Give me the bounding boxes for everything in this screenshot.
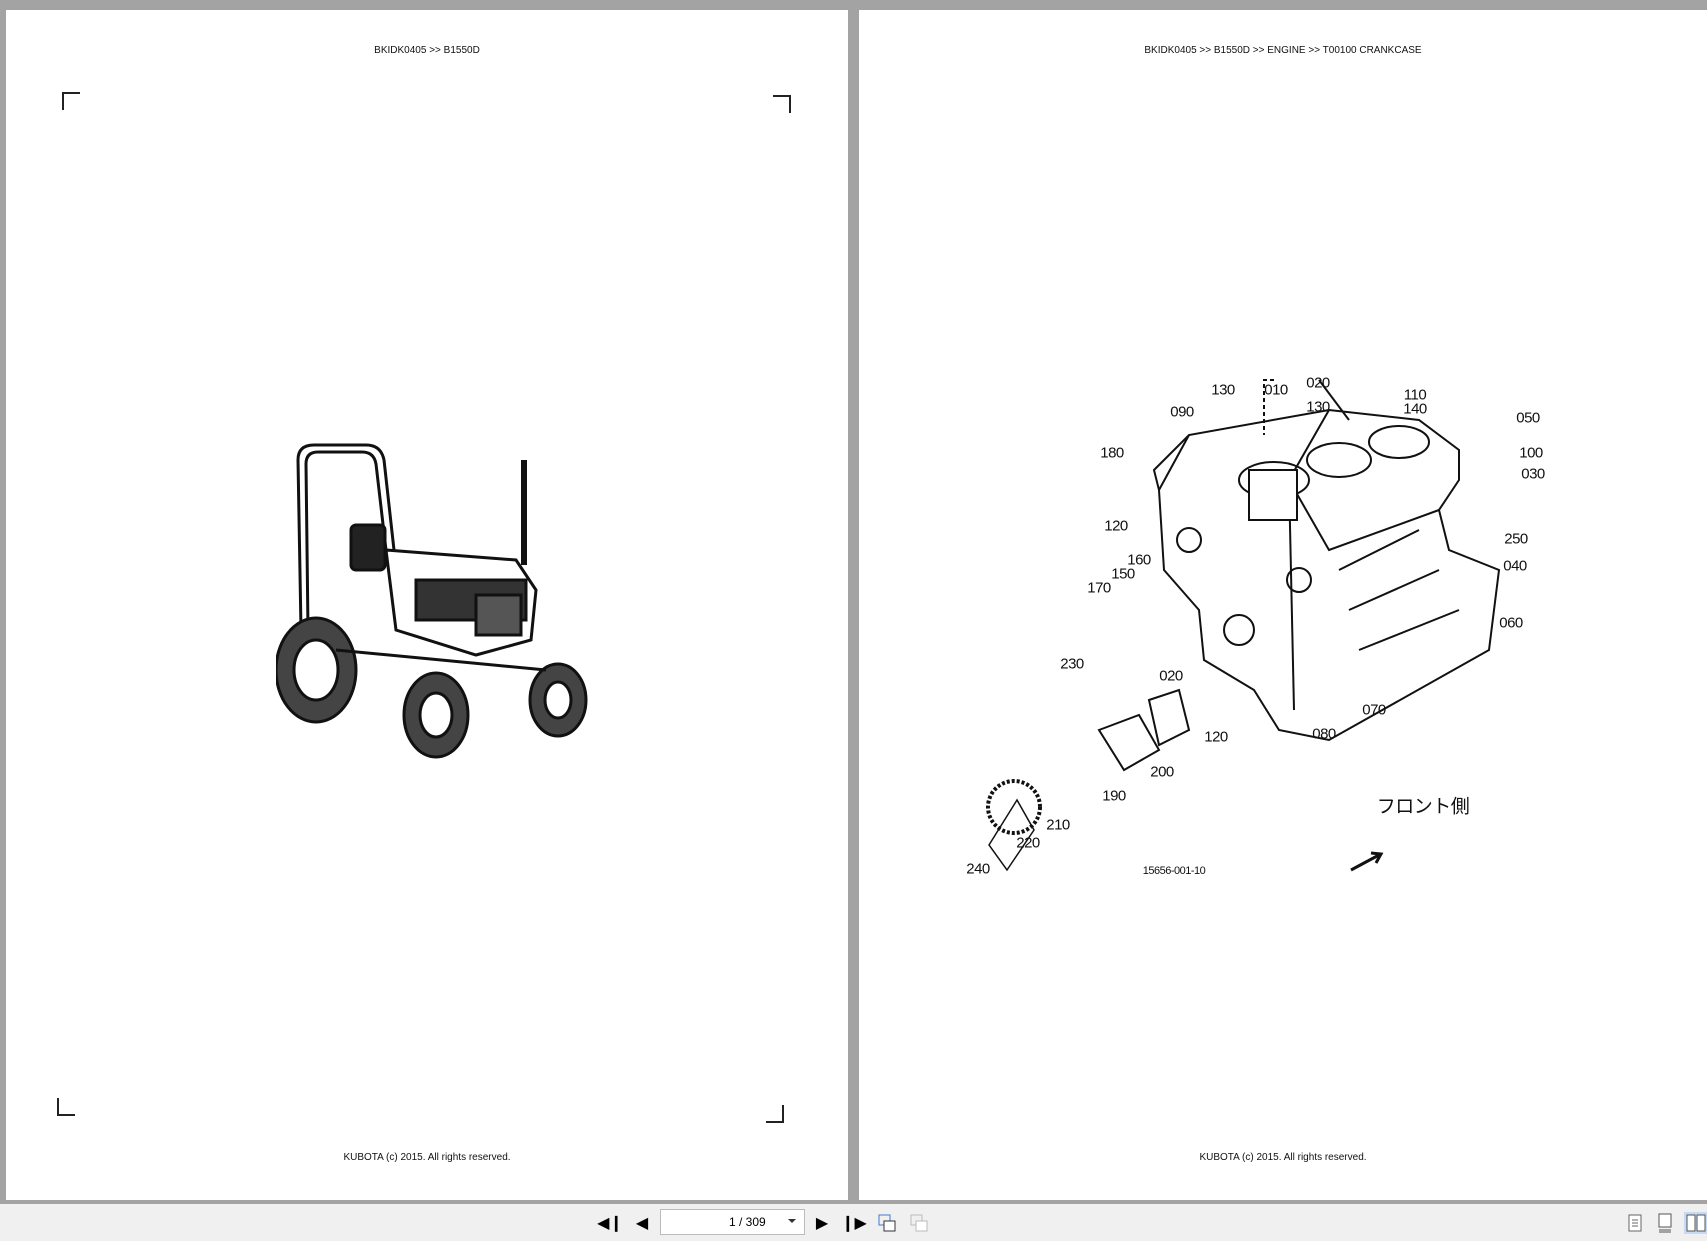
tractor-illustration: [276, 443, 588, 759]
part-callout: 210: [1046, 816, 1070, 834]
page-header: BKIDK0405 >> B1550D: [374, 45, 480, 56]
part-callout: 180: [1100, 444, 1124, 462]
chevron-down-icon[interactable]: [788, 1219, 796, 1227]
crankcase-diagram: [986, 379, 1501, 872]
part-callout: 120: [1104, 517, 1128, 535]
part-callout: 170: [1087, 579, 1111, 597]
part-callout: 030: [1521, 465, 1545, 483]
part-callout: 020: [1159, 667, 1183, 685]
page-footer: KUBOTA (c) 2015. All rights reserved.: [1199, 1152, 1367, 1163]
page-footer: KUBOTA (c) 2015. All rights reserved.: [343, 1152, 511, 1163]
part-callout: 240: [966, 860, 990, 878]
next-view-icon[interactable]: [908, 1212, 930, 1234]
crop-mark: [62, 92, 80, 110]
viewer-toolbar: ◀❙ ◀ 1 / 309 ▶ ❙▶: [0, 1204, 1707, 1241]
part-callout: 230: [1060, 655, 1084, 673]
part-callout: 070: [1362, 701, 1386, 719]
part-callout: 080: [1312, 725, 1336, 743]
part-callout: 040: [1503, 557, 1527, 575]
part-callout: 100: [1519, 444, 1543, 462]
part-callout: 220: [1016, 834, 1040, 852]
right-page: BKIDK0405 >> B1550D >> ENGINE >> T00100 …: [859, 10, 1707, 1200]
continuous-view-icon[interactable]: [1655, 1212, 1675, 1234]
part-callout: 130: [1306, 398, 1330, 416]
part-callout: 160: [1127, 551, 1151, 569]
part-callout: 060: [1499, 614, 1523, 632]
page-header: BKIDK0405 >> B1550D >> ENGINE >> T00100 …: [1144, 45, 1422, 56]
part-callout: 050: [1516, 409, 1540, 427]
left-page: BKIDK0405 >> B1550D KUBOTA (c) 2015. All…: [6, 10, 848, 1200]
page-indicator: 1 / 309: [729, 1215, 766, 1229]
part-callout: 130: [1211, 381, 1235, 399]
part-callout: 020: [1306, 374, 1330, 392]
part-callout: 120: [1204, 728, 1228, 746]
part-callout: 250: [1504, 530, 1528, 548]
part-callout: 110: [1403, 386, 1427, 404]
part-callout: 200: [1150, 763, 1174, 781]
page-number-input[interactable]: 1 / 309: [660, 1209, 805, 1235]
crop-mark: [766, 1105, 784, 1123]
drawing-number: 15656-001-10: [1142, 865, 1206, 877]
single-page-view-icon[interactable]: [1625, 1212, 1645, 1234]
part-callout: 010: [1264, 381, 1288, 399]
crop-mark: [773, 95, 791, 113]
last-page-button[interactable]: ❙▶: [841, 1215, 867, 1232]
first-page-button[interactable]: ◀❙: [597, 1215, 623, 1232]
part-callout: 190: [1102, 787, 1126, 805]
part-callout: 140: [1403, 400, 1427, 418]
next-page-button[interactable]: ▶: [815, 1215, 829, 1232]
crop-mark: [57, 1098, 75, 1116]
two-page-view-icon[interactable]: [1684, 1212, 1707, 1234]
previous-page-button[interactable]: ◀: [635, 1215, 649, 1232]
front-side-label: フロント側: [1376, 796, 1470, 818]
part-callout: 150: [1111, 565, 1135, 583]
previous-view-icon[interactable]: [876, 1212, 898, 1234]
part-callout: 090: [1170, 403, 1194, 421]
